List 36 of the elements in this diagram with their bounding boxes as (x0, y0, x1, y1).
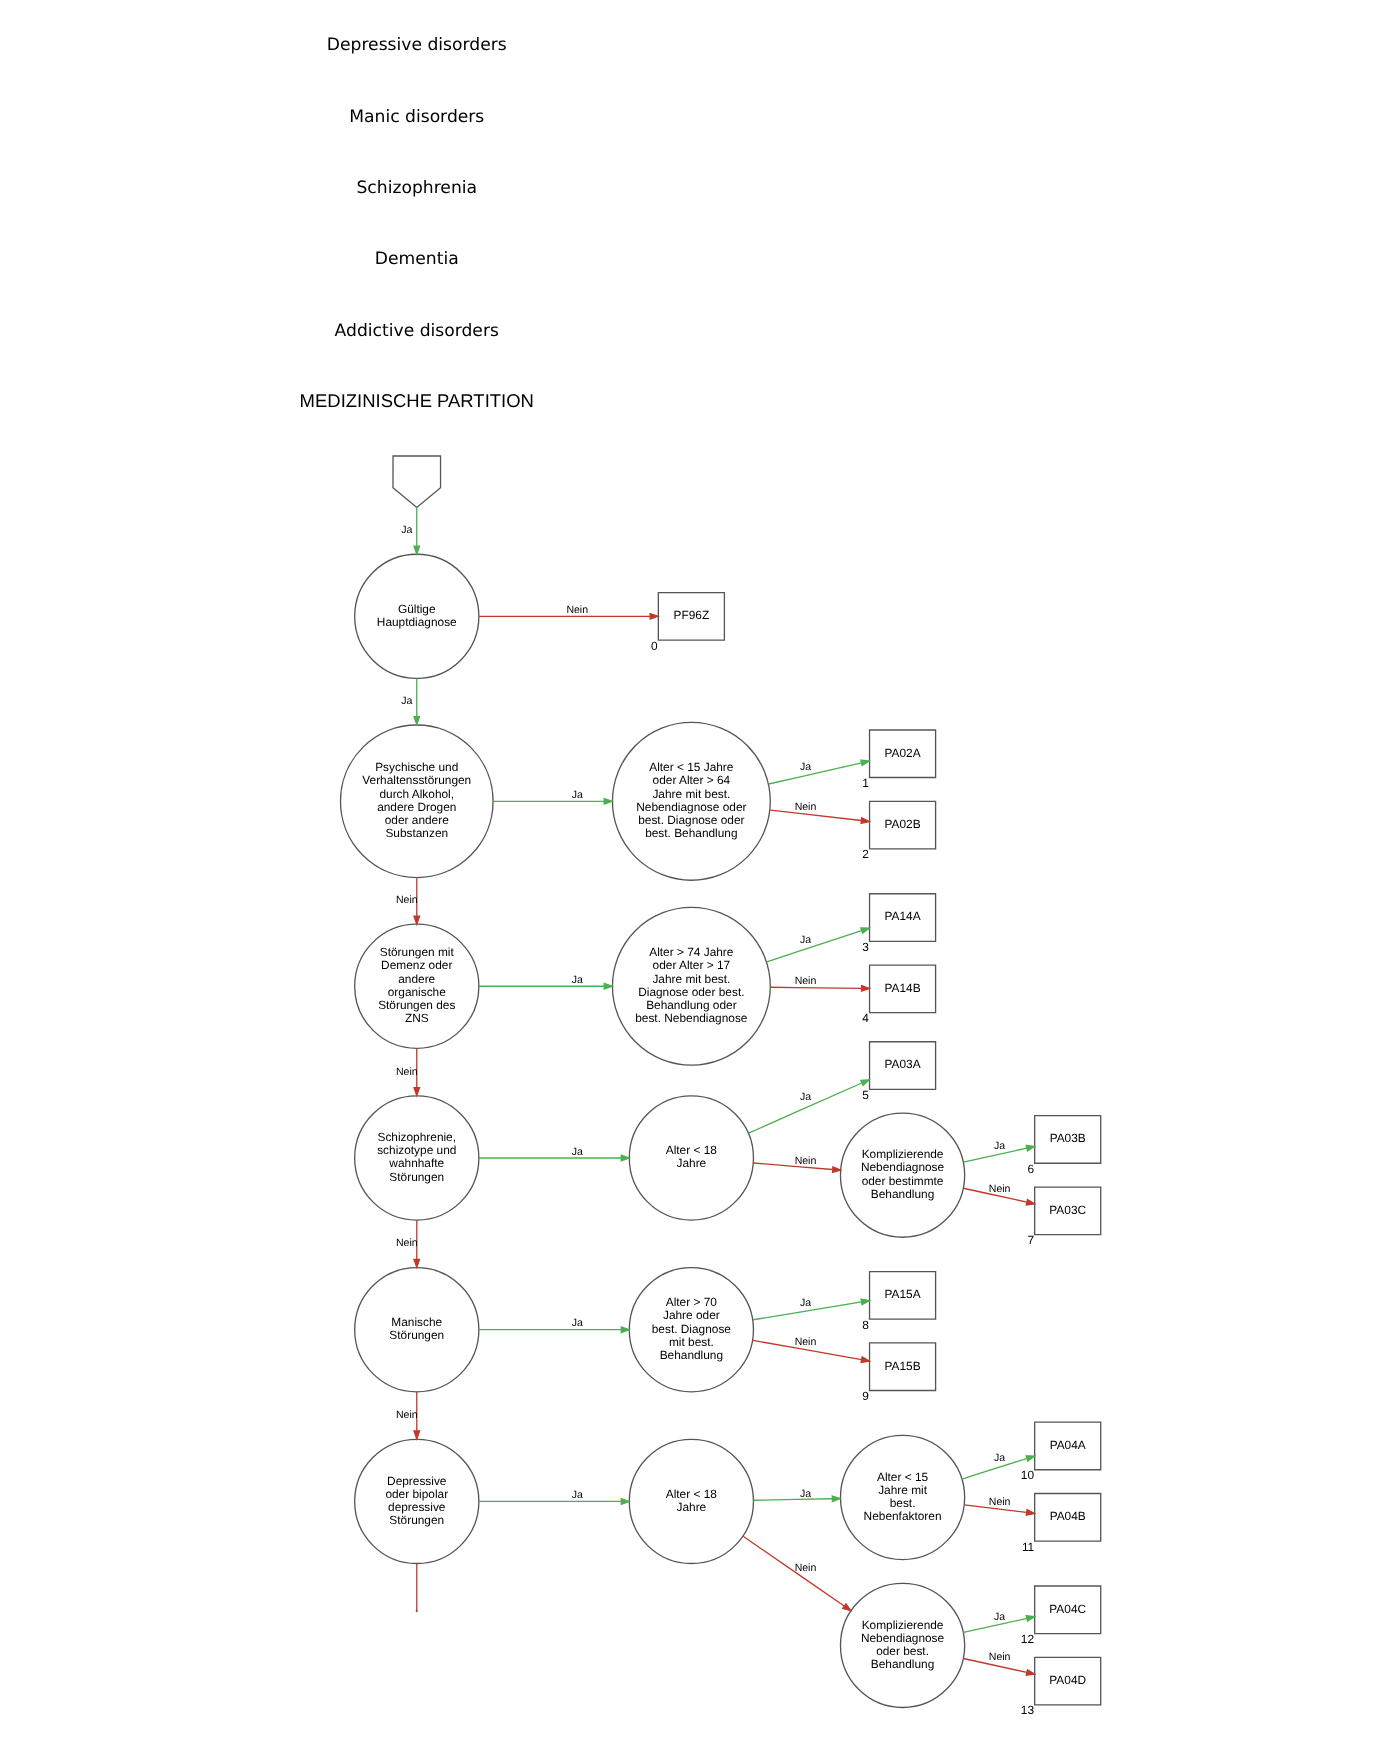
arrow (751, 1162, 842, 1174)
arrow (766, 759, 871, 785)
arrow (412, 677, 420, 727)
arrow (412, 506, 420, 557)
arrow (412, 1219, 420, 1270)
arrow (768, 809, 871, 825)
arrow (477, 982, 614, 990)
arrow (960, 1455, 1036, 1480)
label: Manic disorders (348, 107, 484, 128)
arrow (477, 1326, 631, 1334)
node-pentagon (391, 455, 441, 509)
arrow (746, 1078, 871, 1134)
arrow (741, 1535, 852, 1612)
label: Depressive disorders (325, 36, 506, 57)
arrow (412, 877, 420, 927)
arrow (477, 1154, 631, 1162)
connector (415, 1563, 417, 1611)
label: MEDIZINISCHE PARTITION (298, 391, 533, 412)
label: Addictive disorders (333, 321, 498, 342)
label: Dementia (373, 250, 458, 271)
arrow (477, 1497, 631, 1506)
arrow (961, 1187, 1036, 1206)
arrow (962, 1504, 1036, 1517)
arrow (751, 1339, 871, 1364)
arrow (961, 1657, 1036, 1676)
arrow (765, 927, 871, 963)
arrow (477, 612, 660, 621)
arrow (961, 1614, 1036, 1633)
label: Schizophrenia (355, 178, 477, 199)
arrow (961, 1144, 1036, 1163)
arrow (412, 1391, 420, 1441)
arrow (769, 984, 871, 993)
arrow (412, 1047, 420, 1098)
arrow (751, 1495, 842, 1503)
arrow (491, 797, 614, 805)
arrow (751, 1298, 871, 1321)
